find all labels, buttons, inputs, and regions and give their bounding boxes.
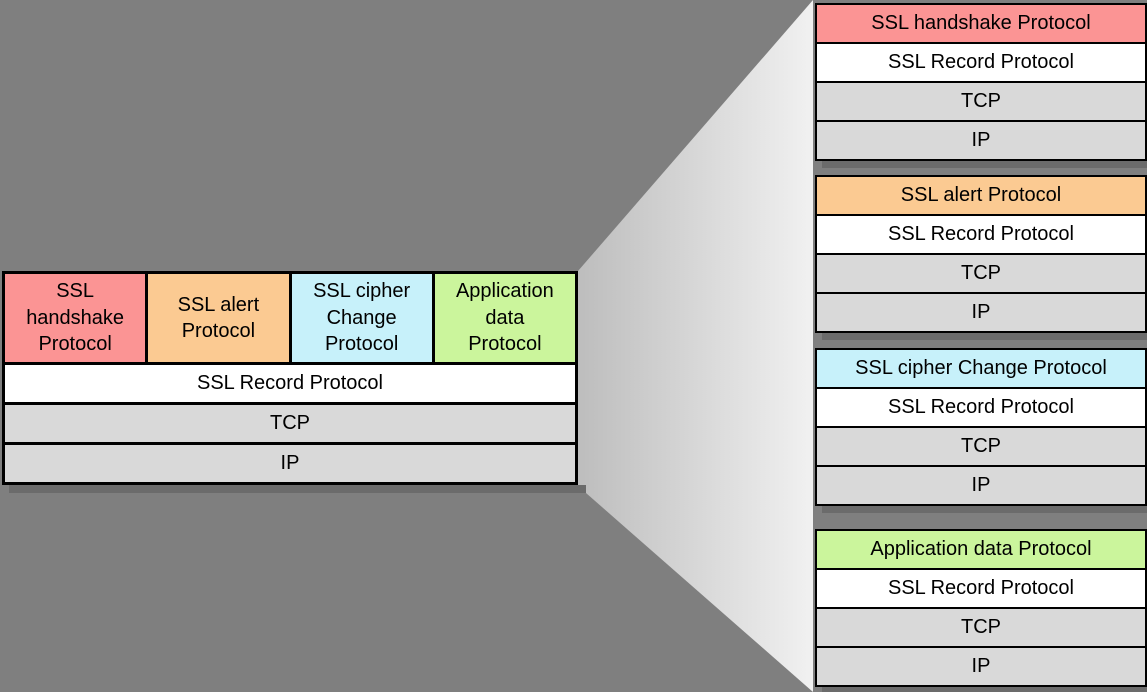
- combined-stack-shadow: [9, 485, 586, 493]
- funnel-shape: [578, 0, 813, 692]
- layer-tcp: TCP: [817, 81, 1145, 120]
- layer-ssl-cipher-change-protocol: SSL cipher Change Protocol: [817, 350, 1145, 387]
- layer-ip: IP: [817, 120, 1145, 159]
- layer-tcp: TCP: [817, 607, 1145, 646]
- layer-ssl-record-protocol: SSL Record Protocol: [817, 214, 1145, 253]
- layer-ssl-record-protocol: SSL Record Protocol: [5, 362, 575, 402]
- expanded-stack-alert: SSL alert Protocol SSL Record Protocol T…: [815, 175, 1147, 333]
- layer-ssl-cipher-change-protocol: SSL cipher Change Protocol: [288, 274, 432, 362]
- combined-protocol-stack: SSL handshake Protocol SSL alert Protoco…: [2, 271, 578, 485]
- layer-ip: IP: [817, 646, 1145, 685]
- upper-protocols-row: SSL handshake Protocol SSL alert Protoco…: [5, 274, 575, 362]
- expanded-stack-application-data: Application data Protocol SSL Record Pro…: [815, 529, 1147, 687]
- layer-application-data-protocol: Application data Protocol: [817, 531, 1145, 568]
- layer-ssl-handshake-protocol: SSL handshake Protocol: [5, 274, 146, 362]
- layer-application-data-protocol: Application data Protocol: [431, 274, 575, 362]
- layer-tcp: TCP: [817, 253, 1145, 292]
- layer-ip: IP: [817, 465, 1145, 504]
- expanded-stack-cipher-change: SSL cipher Change Protocol SSL Record Pr…: [815, 348, 1147, 506]
- expanded-stack-handshake: SSL handshake Protocol SSL Record Protoc…: [815, 3, 1147, 161]
- layer-ssl-alert-protocol: SSL alert Protocol: [817, 177, 1145, 214]
- layer-ip: IP: [5, 442, 575, 482]
- layer-ip: IP: [817, 292, 1145, 331]
- layer-tcp: TCP: [5, 402, 575, 442]
- layer-ssl-record-protocol: SSL Record Protocol: [817, 387, 1145, 426]
- layer-tcp: TCP: [817, 426, 1145, 465]
- layer-ssl-alert-protocol: SSL alert Protocol: [145, 274, 289, 362]
- layer-ssl-handshake-protocol: SSL handshake Protocol: [817, 5, 1145, 42]
- layer-ssl-record-protocol: SSL Record Protocol: [817, 42, 1145, 81]
- layer-ssl-record-protocol: SSL Record Protocol: [817, 568, 1145, 607]
